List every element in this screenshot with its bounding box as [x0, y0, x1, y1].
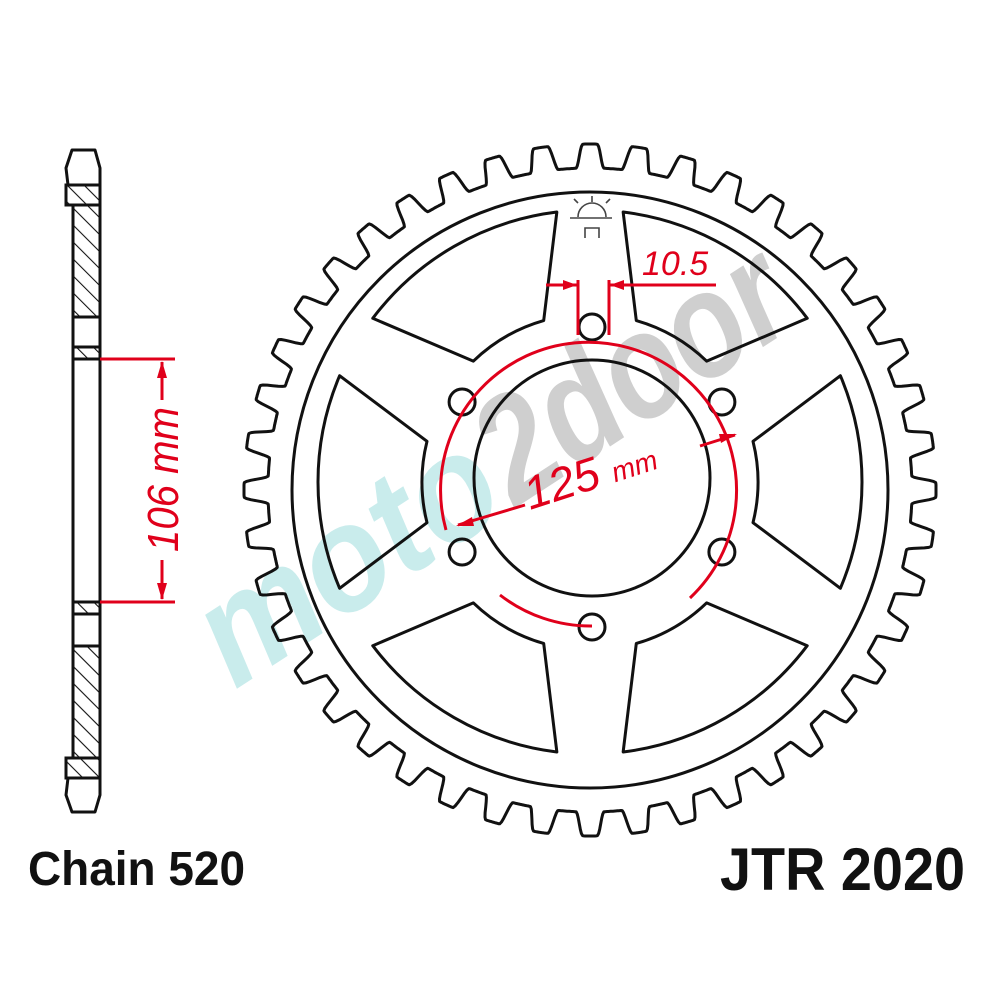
part-number-label: JTR 2020 [720, 836, 965, 903]
bolt-hole [447, 537, 477, 567]
bolt-hole [707, 537, 737, 567]
center-bore-label: 106 mm [139, 407, 188, 552]
timing-mark-icon [570, 196, 612, 238]
chain-label: Chain 520 [28, 843, 245, 896]
rim-circle [290, 190, 890, 790]
sprocket-front-view [242, 142, 938, 838]
lightening-window [621, 210, 809, 363]
bolt-hole-width-label: 10.5 [642, 245, 708, 283]
lightening-window [751, 374, 864, 590]
center-bore-dimension: 106 mm [100, 357, 188, 604]
lightening-window [316, 374, 429, 590]
lightening-window [371, 601, 559, 754]
lightening-window [371, 210, 559, 363]
lightening-window [621, 601, 809, 754]
side-profile [64, 148, 102, 814]
teeth-outline [242, 142, 938, 838]
center-bore [472, 358, 712, 598]
bolt-hole-dimension: 10.5 [546, 245, 716, 335]
